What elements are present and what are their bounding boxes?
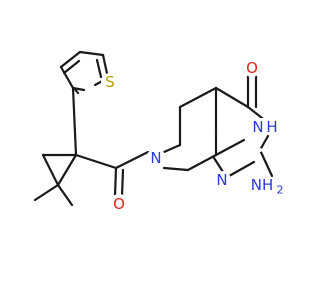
ring-nitrogen-n1-atom: N — [216, 171, 227, 189]
bond — [186, 153, 218, 172]
sulfur-atom: S — [105, 73, 115, 91]
bond — [74, 153, 118, 170]
bond — [59, 50, 82, 69]
bond — [114, 150, 150, 170]
bond — [95, 58, 103, 79]
bond — [162, 166, 190, 172]
bond — [62, 59, 81, 75]
bond — [120, 168, 125, 198]
bond — [258, 134, 270, 152]
amino-group-subscript: 2 — [277, 184, 284, 197]
piperidine-nitrogen-atom: N — [150, 149, 161, 167]
carbonyl-oxygen-atom: O — [113, 195, 125, 213]
bond — [59, 65, 75, 90]
bond — [56, 183, 74, 207]
amino-group-label: NH — [251, 176, 274, 194]
bond — [71, 86, 78, 157]
atom-labels: S O O N N H N NH 2 — [101, 59, 284, 213]
pyrimidinone-oxygen-atom: O — [246, 59, 258, 77]
bond — [41, 153, 60, 187]
bond — [72, 86, 80, 95]
bond — [78, 50, 105, 57]
bond — [33, 183, 60, 202]
bond — [246, 105, 264, 120]
ring-nitrogen-n3-hydrogen: H — [266, 118, 277, 136]
bond — [214, 138, 246, 157]
bond — [258, 148, 274, 178]
molecule-structure: S O O N N H N NH 2 — [33, 50, 284, 213]
bonds — [33, 50, 274, 207]
bond — [113, 166, 118, 198]
bond — [56, 153, 78, 187]
bond — [214, 86, 250, 109]
bond — [162, 143, 182, 154]
ring-nitrogen-n3-atom: N — [252, 118, 263, 136]
bond — [178, 86, 218, 109]
